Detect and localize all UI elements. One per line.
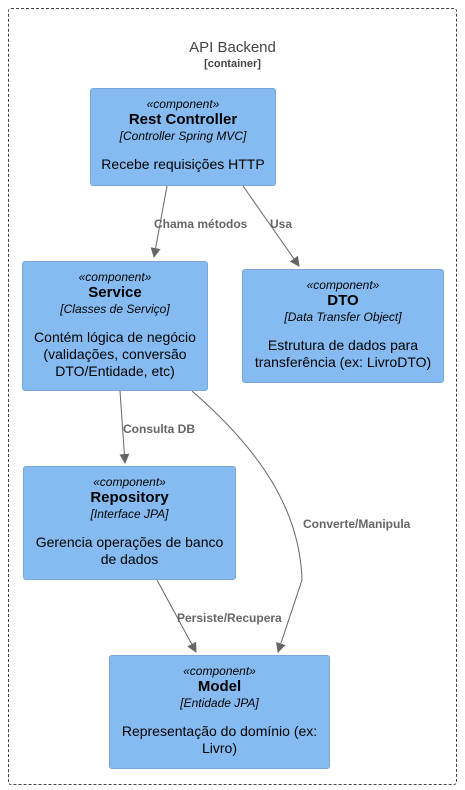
component-repository[interactable]: «component» Repository [Interface JPA] G… [23, 466, 236, 580]
component-name: Service [88, 284, 142, 301]
container-boundary [8, 8, 457, 785]
container-name: API Backend [189, 39, 276, 56]
component-dto[interactable]: «component» DTO [Data Transfer Object] E… [242, 269, 444, 383]
relation-label-repository-model: Persiste/Recupera [177, 611, 282, 625]
component-name: DTO [327, 292, 359, 309]
container-type: [container] [204, 58, 261, 70]
component-name: Rest Controller [128, 111, 238, 128]
component-stereotype: «component» [306, 278, 380, 292]
component-technology: [Classes de Serviço] [60, 302, 170, 316]
component-stereotype: «component» [93, 475, 166, 489]
component-description: Recebe requisições HTTP [101, 156, 265, 172]
relation-label-service-repository: Consulta DB [123, 422, 195, 436]
edge-controller-dto [242, 185, 300, 267]
edge-service-repository [119, 390, 130, 464]
relation-label-service-model: Converte/Manipula [303, 517, 411, 531]
component-stereotype: «component» [78, 270, 152, 284]
component-stereotype: «component» [183, 664, 256, 678]
component-stereotype: «component» [146, 97, 220, 111]
edge-repository-model [156, 579, 197, 653]
relation-label-controller-dto: Usa [270, 217, 293, 231]
component-description: Estrutura de dados para transferência (e… [254, 337, 432, 370]
component-name: Model [197, 678, 242, 695]
component-description: Representação do domínio (ex: Livro) [121, 723, 318, 756]
component-technology: [Controller Spring MVC] [119, 129, 247, 143]
component-description: Contém lógica de negócio (validações, co… [34, 329, 196, 379]
edge-controller-service [150, 185, 168, 258]
component-technology: [Interface JPA] [90, 507, 169, 521]
component-description: Gerencia operações de banco de dados [35, 534, 224, 567]
component-model[interactable]: «component» Model [Entidade JPA] Represe… [109, 655, 330, 769]
edge-service-model [191, 390, 303, 653]
component-name: Repository [90, 489, 169, 506]
relation-label-controller-service: Chama métodos [154, 217, 248, 231]
component-technology: [Data Transfer Object] [284, 310, 402, 324]
component-service[interactable]: «component» Service [Classes de Serviço]… [22, 261, 208, 391]
component-technology: [Entidade JPA] [180, 696, 259, 710]
component-rest-controller[interactable]: «component» Rest Controller [Controller … [90, 88, 276, 186]
